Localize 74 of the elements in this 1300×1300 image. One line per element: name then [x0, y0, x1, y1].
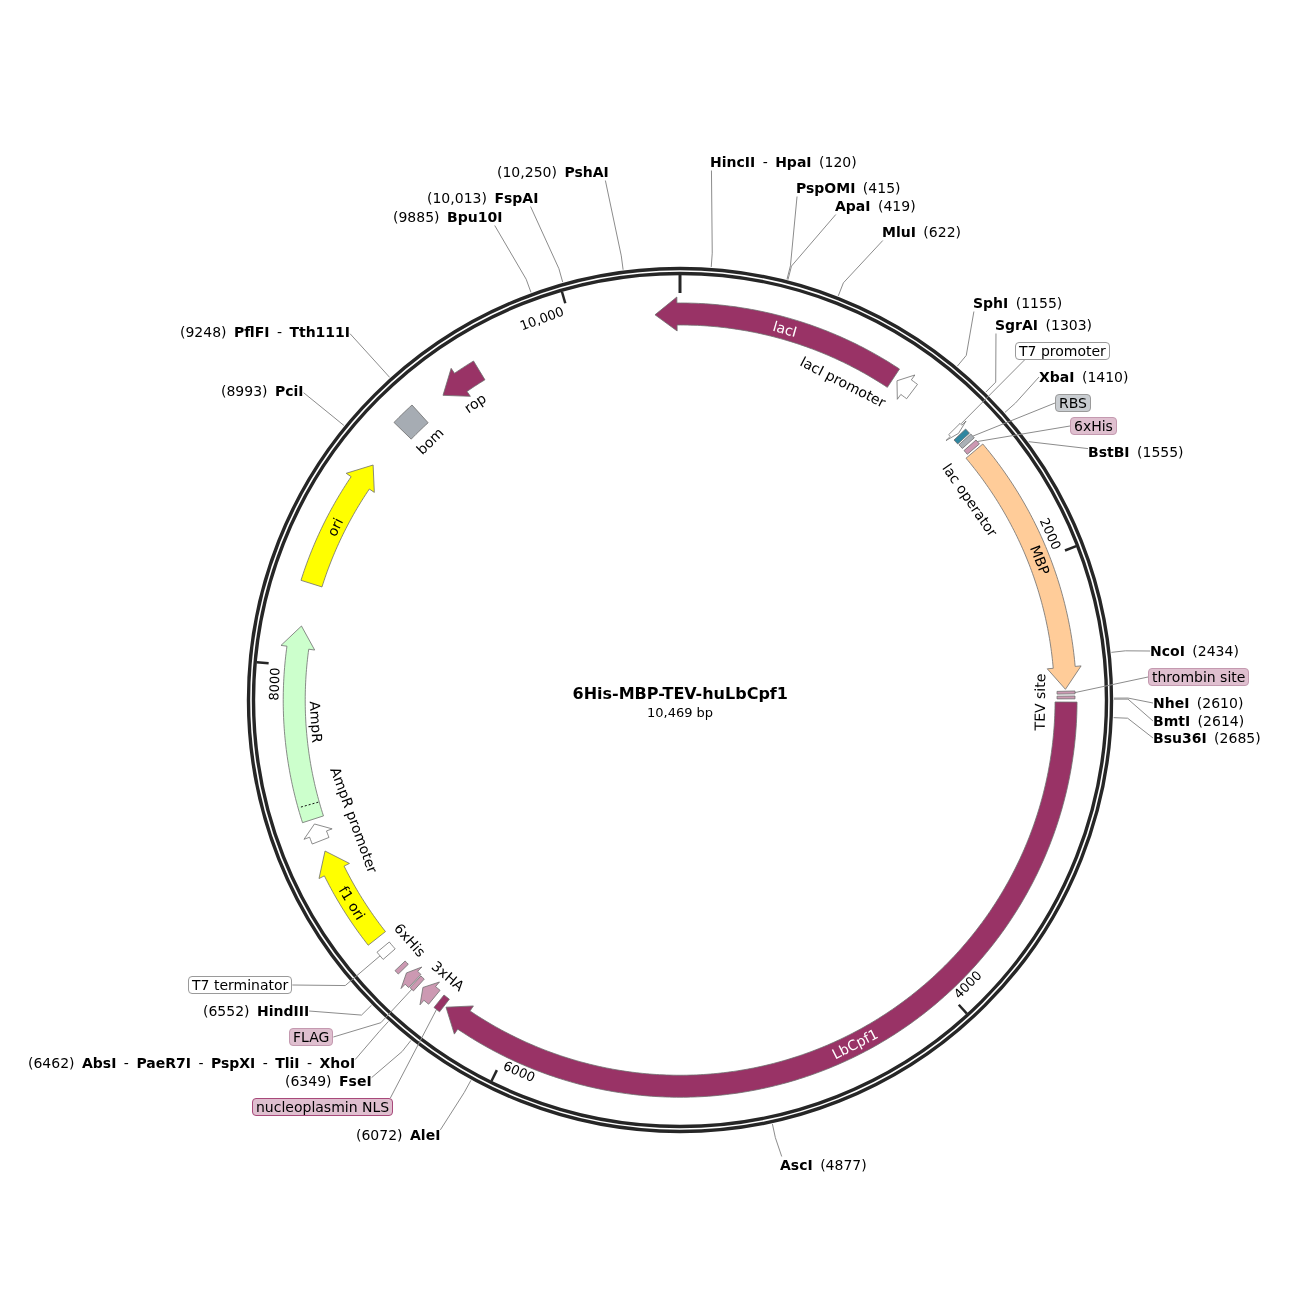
enzyme-site-label: AscI (4877) — [780, 1156, 867, 1174]
enzyme-site-label: Bsu36I (2685) — [1153, 729, 1261, 747]
leader-line — [354, 1020, 389, 1061]
leader-line — [303, 392, 345, 426]
enzyme-site-label: BmtI (2614) — [1153, 712, 1245, 730]
leader-line — [308, 1004, 372, 1016]
leader-line — [1113, 697, 1154, 704]
leader-line — [604, 180, 624, 271]
feature-tag: FLAG — [289, 1028, 334, 1046]
enzyme-site-label: (8993) PciI — [221, 382, 304, 400]
leader-line — [786, 196, 798, 280]
leader-line — [371, 1040, 412, 1079]
sequence-feature — [958, 433, 976, 450]
leader-line — [985, 333, 997, 393]
enzyme-site-label: NheI (2610) — [1153, 694, 1244, 712]
enzyme-site-label: MluI (622) — [882, 223, 961, 241]
leader-line — [960, 359, 1025, 425]
enzyme-site-label: (9885) Bpu10I — [393, 208, 503, 226]
plasmid-length: 10,469 bp — [647, 705, 714, 721]
sequence-feature — [400, 965, 424, 990]
leader-line — [787, 214, 837, 281]
enzyme-site-label: (10,250) PshAI — [497, 163, 609, 181]
sequence-feature — [376, 940, 397, 961]
sequence-feature — [409, 974, 426, 992]
leader-line — [710, 170, 713, 268]
feature-tag: 6xHis — [1070, 417, 1117, 435]
leader-line — [1113, 717, 1154, 739]
leader-line — [1074, 676, 1149, 694]
enzyme-site-label: (10,013) FspAI — [427, 189, 539, 207]
plasmid-name: 6His-MBP-TEV-huLbCpf1 — [572, 683, 788, 703]
feature-tag: T7 terminator — [188, 976, 293, 994]
sequence-feature — [945, 419, 968, 442]
feature-tag: thrombin site — [1148, 668, 1250, 686]
feature-label: lacI — [771, 317, 799, 340]
feature-label: f1 ori — [335, 883, 368, 923]
enzyme-site-label: (6349) FseI — [285, 1072, 372, 1090]
feature-tag: RBS — [1055, 394, 1091, 412]
enzyme-site-label: NcoI (2434) — [1150, 642, 1239, 660]
leader-line — [1004, 376, 1040, 413]
leader-line — [972, 402, 1056, 437]
feature-label: AmpR — [306, 700, 325, 744]
enzyme-site-label: (6462) AbsI - PaeR7I - PspXI - TliI - XhoI — [28, 1054, 356, 1072]
sequence-feature — [962, 438, 981, 455]
enzyme-site-label: (6072) AleI — [356, 1126, 441, 1144]
scale-label: 6000 — [500, 1057, 538, 1086]
leader-line — [837, 240, 884, 297]
sequence-feature — [432, 994, 450, 1013]
leader-line — [771, 1123, 783, 1157]
enzyme-site-label: ApaI (419) — [835, 197, 916, 215]
leader-line — [956, 311, 975, 367]
enzyme-site-label: XbaI (1410) — [1039, 368, 1129, 386]
feature-label: ori — [323, 515, 347, 539]
feature-tag: T7 promoter — [1015, 342, 1110, 360]
enzyme-site-label: BstBI (1555) — [1088, 443, 1184, 461]
enzyme-site-label: (6552) HindIII — [203, 1002, 310, 1020]
enzyme-site-label: (9248) PflFI - Tth111I — [180, 323, 351, 341]
leader-line — [349, 333, 391, 378]
enzyme-site-label: SgrAI (1303) — [995, 316, 1093, 334]
scale-label: 8000 — [266, 667, 284, 702]
enzyme-site-label: PspOMI (415) — [796, 179, 901, 197]
leader-line — [494, 225, 532, 293]
enzyme-site-label: HincII - HpaI (120) — [710, 153, 857, 171]
leader-line — [1028, 441, 1089, 450]
leader-line — [530, 206, 564, 283]
leader-line — [1113, 698, 1154, 722]
leader-line — [1110, 650, 1151, 653]
leader-line — [439, 1079, 472, 1131]
leader-line — [976, 425, 1071, 442]
leader-line — [291, 955, 381, 987]
feature-label: rop — [460, 390, 489, 417]
leader-line — [389, 1009, 437, 1099]
feature-tag: nucleoplasmin NLS — [252, 1098, 394, 1116]
feature-label: TEV site — [1031, 673, 1049, 731]
enzyme-site-label: SphI (1155) — [973, 294, 1063, 312]
